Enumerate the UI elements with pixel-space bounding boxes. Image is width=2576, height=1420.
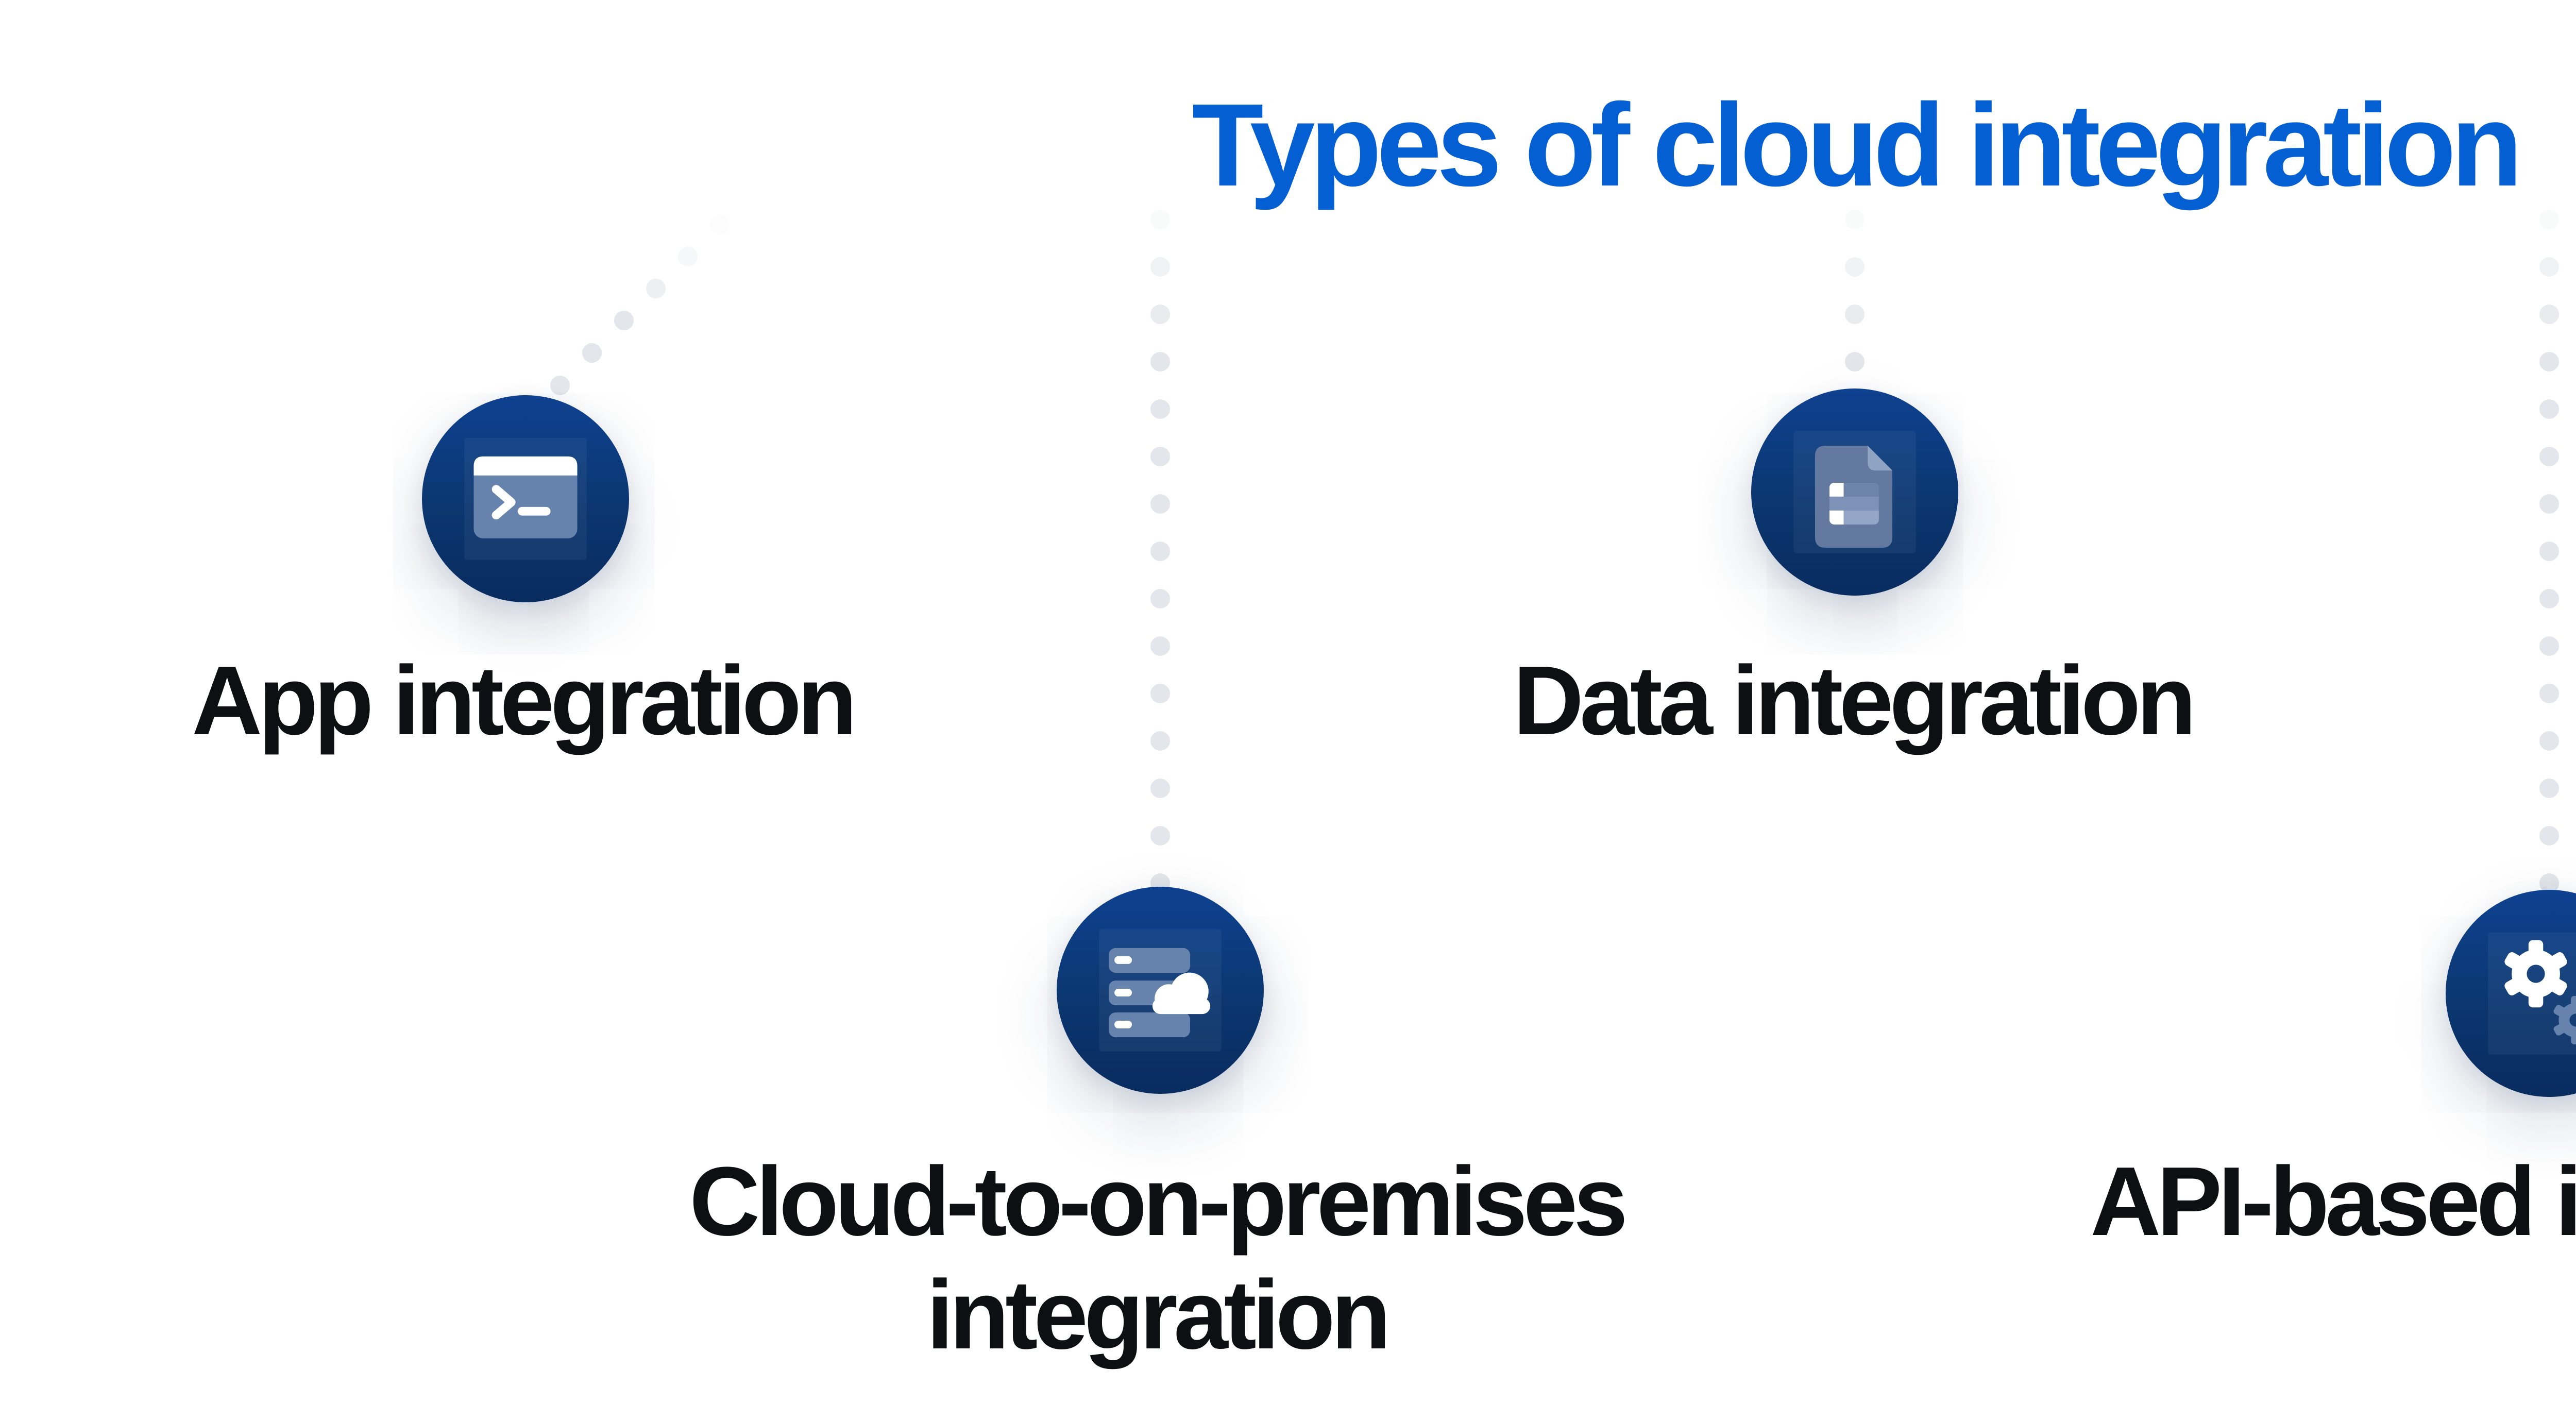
connector-dot [2539, 257, 2559, 277]
connector-dot [1150, 779, 1170, 798]
connector-dot [1150, 826, 1170, 846]
connector-dot [1150, 731, 1170, 751]
connector-dot [1150, 210, 1170, 229]
connector-dot [1845, 305, 1865, 324]
connector-dot [2539, 542, 2559, 561]
connector-dot [2539, 684, 2559, 703]
connector-dot [1150, 399, 1170, 419]
connector-dot [2539, 210, 2559, 229]
connector-dot [2539, 731, 2559, 751]
connector-dot [2539, 399, 2559, 419]
connector-dot [1150, 257, 1170, 277]
connector-dot [2539, 305, 2559, 324]
label-cloud-to-on-premises: Cloud-to-on-premises integration [689, 1147, 1628, 1370]
connector-dot [1150, 636, 1170, 656]
connector-dot [2539, 779, 2559, 798]
connector-dot [646, 279, 666, 298]
terminal-icon [464, 437, 587, 560]
connector-dot [2539, 447, 2559, 466]
connector-dot [1150, 352, 1170, 371]
connector-dot [2539, 494, 2559, 514]
cloud-to-on-premises-node [1057, 887, 1264, 1094]
connector-dot [614, 311, 634, 330]
connector-dot [1150, 447, 1170, 466]
label-api-based-integration: API-based integration [2090, 1147, 2576, 1256]
connector-dot [582, 343, 602, 363]
connector-dot [1150, 589, 1170, 608]
label-app-integration: App integration [192, 646, 857, 755]
connector-dot [1845, 210, 1865, 229]
label-data-integration: Data integration [1513, 646, 2196, 755]
connector-dot [1150, 542, 1170, 561]
connector-dot [1150, 494, 1170, 514]
server-cloud-icon [1099, 929, 1222, 1052]
connector-dot [2539, 826, 2559, 846]
connector-dot [2539, 589, 2559, 608]
app-integration-node [422, 395, 629, 602]
connector-dot [710, 215, 730, 234]
connector-dot [1150, 305, 1170, 324]
connector-dot [2539, 873, 2559, 893]
connector-dot [550, 376, 570, 395]
document-table-icon [1793, 431, 1916, 553]
connector-dot [1845, 352, 1865, 371]
api-based-integration-node [2446, 890, 2576, 1097]
data-integration-node [1751, 388, 1958, 596]
connector-dot [2539, 636, 2559, 656]
page-title: Types of cloud integration [1192, 80, 2522, 211]
connector-dot [2539, 352, 2559, 371]
connector-dot [1845, 257, 1865, 277]
connector-dot [1150, 684, 1170, 703]
gears-icon [2488, 932, 2576, 1055]
connector-dot [678, 247, 698, 266]
